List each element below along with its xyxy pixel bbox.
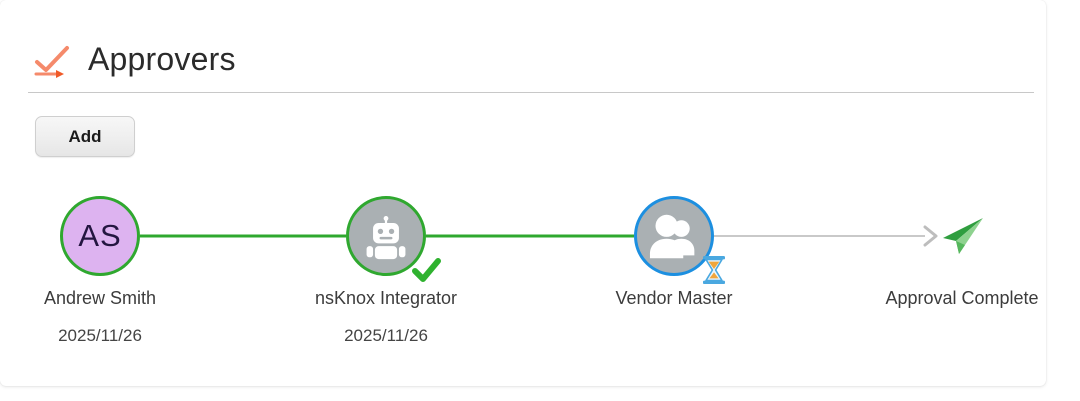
check-icon (410, 254, 442, 286)
user-initials-avatar[interactable]: AS (60, 196, 140, 276)
page-title: Approvers (88, 41, 236, 77)
approval-flow: AS Andrew Smith 2025/11/26 (0, 196, 1046, 366)
flow-step-vendor-master[interactable]: Vendor Master (569, 196, 779, 326)
flow-step-label: Vendor Master (615, 288, 733, 308)
paper-plane-icon (922, 196, 1002, 276)
add-button[interactable]: Add (35, 116, 135, 157)
avatar-wrap (634, 196, 725, 284)
page-header: Approvers (28, 36, 236, 82)
header-divider (28, 92, 1034, 93)
avatar-wrap: AS (60, 196, 140, 276)
flow-step-andrew-smith[interactable]: AS Andrew Smith 2025/11/26 (0, 196, 205, 346)
avatar-initials: AS (78, 218, 122, 253)
approval-check-arrow-icon (28, 36, 74, 82)
flow-step-approval-complete: Approval Complete (832, 196, 1080, 310)
group-avatar-icon[interactable] (634, 196, 714, 276)
flow-step-date: 2025/11/26 (344, 325, 428, 345)
flow-step-date: 2025/11/26 (58, 325, 142, 345)
approvers-card: Approvers Add AS Andrew Smith 2025/11/26 (0, 36, 1046, 366)
robot-avatar-icon[interactable] (346, 196, 426, 276)
flow-step-nsknox-integrator[interactable]: nsKnox Integrator 2025/11/26 (281, 196, 491, 346)
avatar-wrap (346, 196, 441, 282)
flow-step-label: Andrew Smith (43, 288, 157, 308)
hourglass-icon (698, 254, 730, 286)
flow-step-label: Approval Complete (885, 288, 1039, 308)
flow-step-label: nsKnox Integrator (314, 288, 458, 308)
